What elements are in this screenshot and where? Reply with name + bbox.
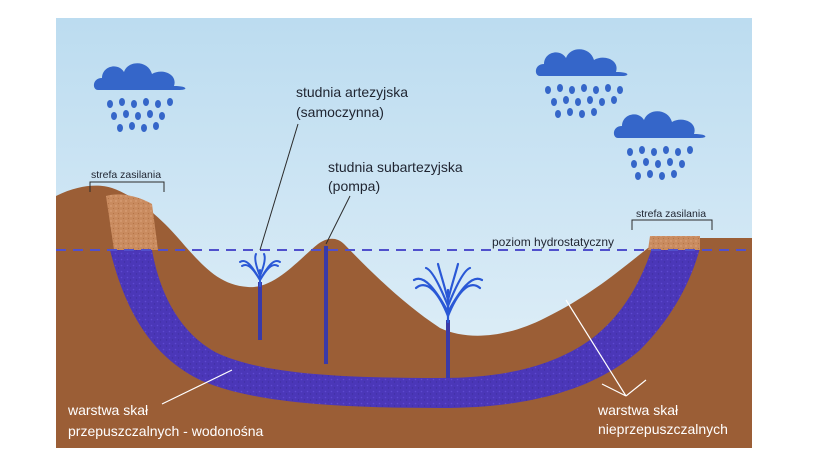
impermeable-layer-label-line1: warstwa skał [597, 402, 679, 418]
recharge-zone-left [106, 194, 158, 250]
recharge-bracket-left [89, 181, 165, 192]
artesian-well-label-line2: (samoczynna) [296, 104, 384, 120]
aquifer-layer [110, 248, 700, 408]
permeable-layer-label-line2: przepuszczalnych - wodonośna [68, 423, 264, 439]
rain-cloud-icon [535, 49, 628, 118]
artesian-well-label-line1: studnia artezyjska [296, 84, 408, 100]
permeable-leader-line [161, 369, 233, 405]
hydrostatic-level-label: poziom hydrostatyczny [492, 235, 614, 249]
subartesian-well-label-line1: studnia subartezyjska [328, 159, 463, 175]
recharge-zone-right-label: strefa zasilania [636, 208, 706, 220]
rain-cloud-icon [93, 63, 186, 132]
recharge-bracket-right [631, 219, 713, 230]
permeable-layer-label-line1: warstwa skał [67, 402, 149, 418]
recharge-zone-right [648, 236, 700, 250]
artesian-well-pipe-right [446, 320, 450, 378]
impermeable-leader-lines [565, 299, 647, 397]
water-fountain-icon [412, 262, 484, 324]
recharge-zone-left-label: strefa zasilania [91, 169, 161, 181]
artesian-leader-line [259, 123, 299, 251]
artesian-well-pipe [258, 282, 262, 340]
subartesian-leader-line [325, 195, 351, 245]
subartesian-well-pipe [324, 246, 328, 364]
impermeable-layer-label-line2: nieprzepuszczalnych [598, 421, 728, 437]
rain-cloud-icon [613, 111, 706, 180]
subartesian-well-label-line2: (pompa) [328, 178, 380, 194]
water-fountain-icon [239, 253, 281, 287]
